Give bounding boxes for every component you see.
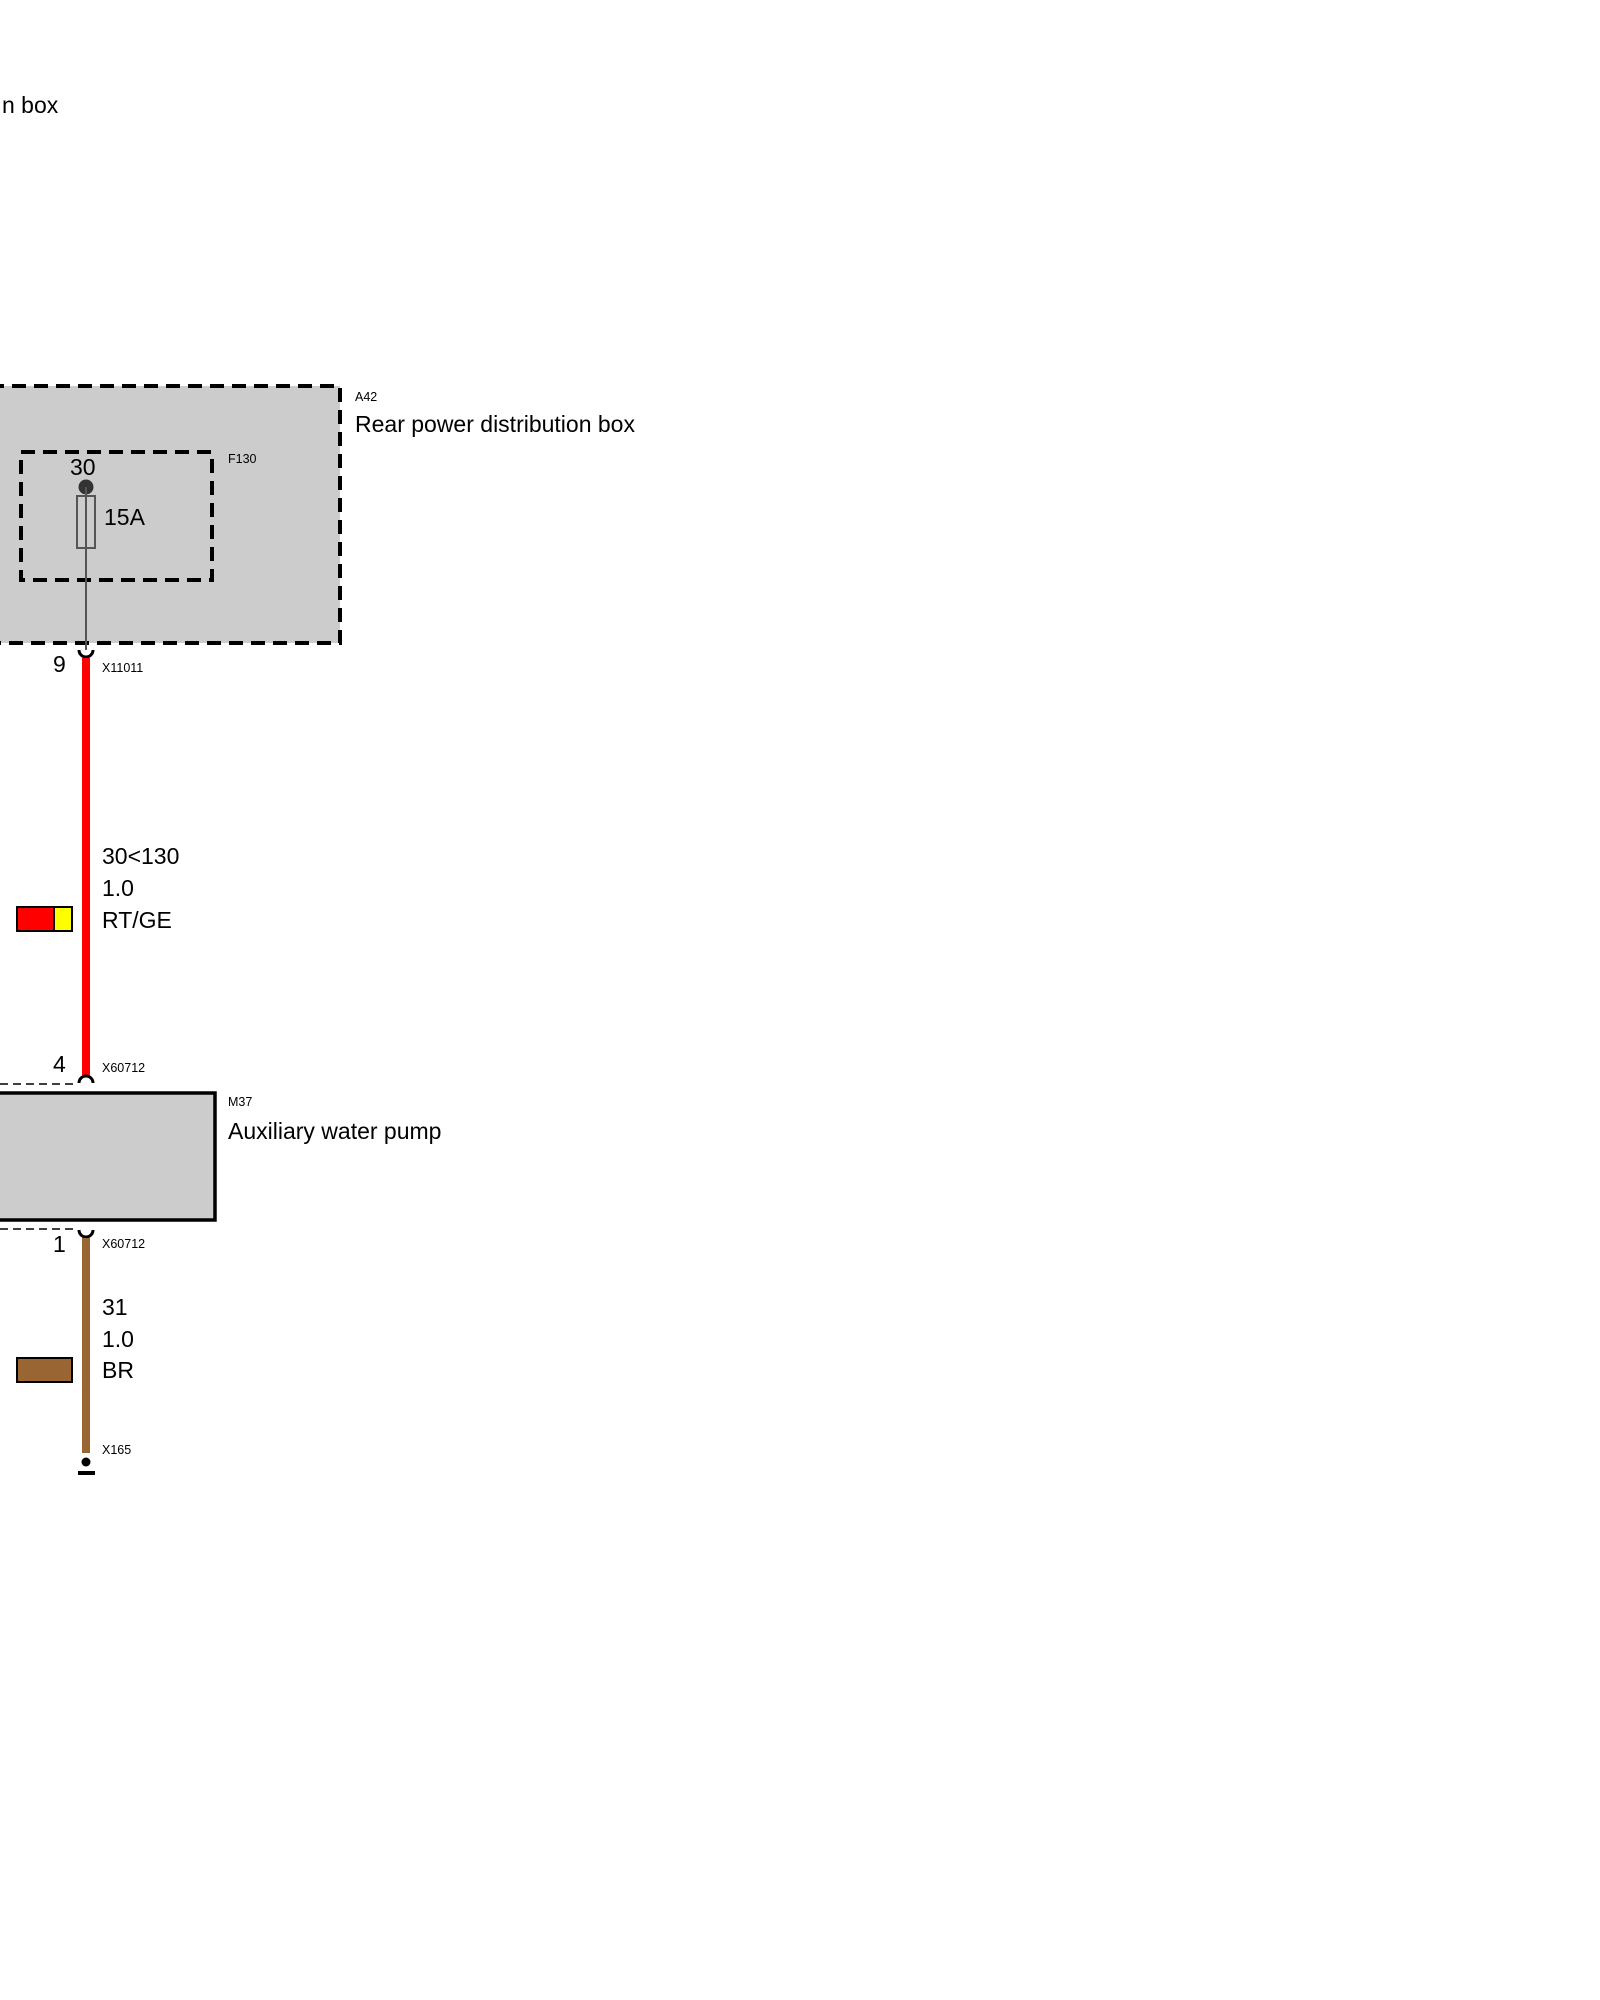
ground-code: X165	[102, 1443, 131, 1457]
connector-x60712-out-code: X60712	[102, 1237, 145, 1251]
fuse-housing[interactable]	[19, 450, 214, 582]
fuse-terminal: 30	[70, 454, 96, 480]
pump-code: M37	[228, 1095, 252, 1109]
connector-x60712-in-pin: 4	[53, 1051, 66, 1077]
pump-name: Auxiliary water pump	[228, 1118, 441, 1144]
rear-box-name: Rear power distribution box	[355, 411, 635, 437]
connector-x60712-out-symbol	[77, 1229, 95, 1239]
fuse-code: F130	[228, 452, 257, 466]
rear-box-code: A42	[355, 390, 377, 404]
wire-ground-size: 1.0	[102, 1326, 134, 1352]
connector-x11011-code: X11011	[102, 661, 143, 675]
wire-ground-color-code: BR	[102, 1357, 134, 1383]
auxiliary-water-pump[interactable]	[0, 1091, 217, 1222]
wire-color-swatch-red-yellow	[16, 906, 73, 932]
wire-supply-size: 1.0	[102, 875, 134, 901]
top-title-fragment: n box	[2, 92, 59, 118]
fuse-rating: 15A	[104, 504, 146, 530]
wire-supply-color-code: RT/GE	[102, 907, 172, 933]
connector-x60712-in-symbol	[77, 1074, 95, 1084]
ground-symbol-icon	[78, 1457, 95, 1475]
wire-color-swatch-brown	[16, 1357, 73, 1383]
connector-x60712-out-pin: 1	[53, 1231, 66, 1257]
connector-x60712-in-code: X60712	[102, 1061, 145, 1075]
rear-power-distribution-box[interactable]	[0, 384, 342, 645]
connector-x11011-symbol	[77, 649, 95, 659]
wire-ground-circuit: 31	[102, 1294, 128, 1320]
wire-supply-circuit: 30<130	[102, 843, 179, 869]
connector-x11011-pin: 9	[53, 651, 66, 677]
